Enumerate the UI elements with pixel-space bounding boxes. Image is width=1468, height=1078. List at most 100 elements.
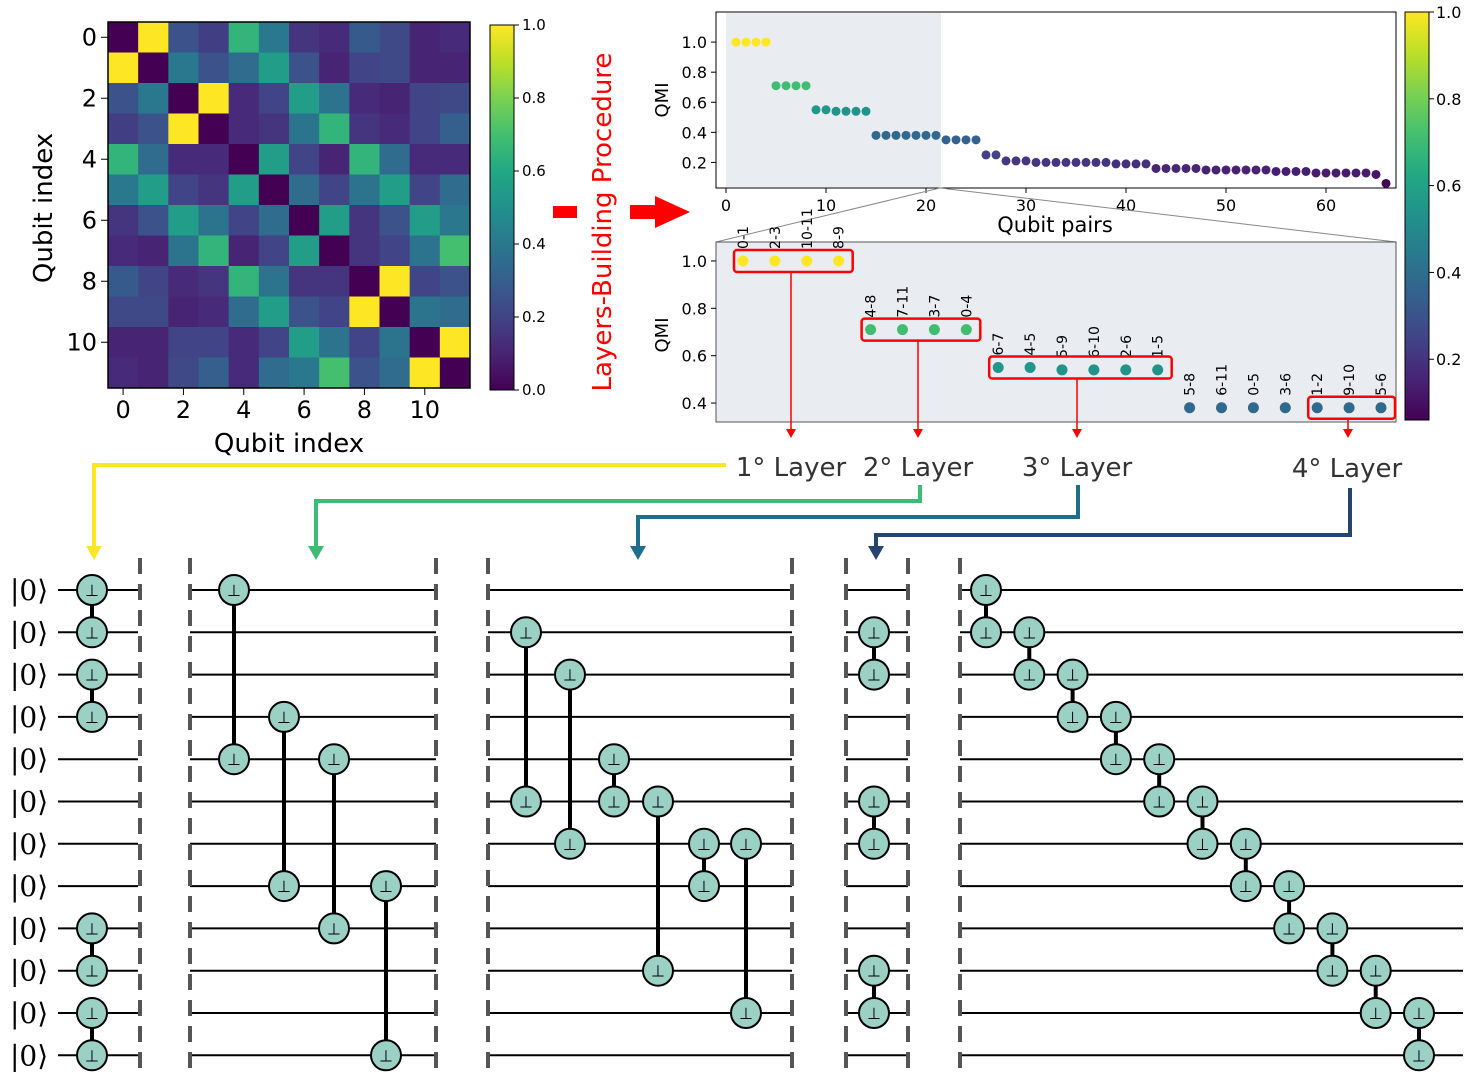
heatmap-cell (409, 205, 441, 236)
two-qubit-gate (76, 700, 108, 733)
top-plot-point (811, 105, 821, 115)
heatmap-cell (228, 235, 260, 267)
two-qubit-gate (1273, 912, 1306, 945)
heatmap-cell (409, 357, 441, 389)
top-plot-point (971, 135, 981, 145)
zoom-plot-point (1375, 402, 1387, 414)
pair-label: 10-11 (800, 208, 816, 249)
heatmap-cell (379, 296, 411, 328)
heatmap-ylabel: Qubit index (29, 133, 59, 283)
heatmap-cell (138, 174, 169, 206)
top-plot-xtick: 40 (1116, 196, 1136, 215)
two-qubit-gate (370, 870, 402, 903)
ket-zero: |0⟩ (10, 574, 48, 607)
top-plot-point (1031, 157, 1041, 167)
gate-symbol: ⊥ (277, 708, 291, 727)
zoom-plot-point (1216, 402, 1227, 414)
top-plot-point (1051, 157, 1061, 167)
heatmap-cell (349, 113, 380, 145)
qmi-heatmap (108, 22, 471, 389)
gate-symbol: ⊥ (1369, 1004, 1383, 1023)
heatmap-cell (168, 113, 199, 145)
gate-symbol: ⊥ (1325, 962, 1339, 981)
two-qubit-gate (318, 743, 350, 776)
heatmap-cell (108, 357, 139, 389)
two-qubit-gate (1013, 658, 1046, 691)
heatmap-colorbar-ticks: 0.00.20.40.60.81.0 (514, 16, 546, 399)
top-plot-point (1371, 169, 1381, 179)
heatmap-cell (198, 357, 230, 389)
top-plot-point (1211, 165, 1221, 175)
layer-box-1 (732, 248, 854, 274)
top-plot-point (771, 81, 781, 91)
ket-zero: |0⟩ (10, 786, 48, 819)
heatmap-cell (349, 327, 380, 358)
heatmap-cell (198, 266, 230, 297)
layer3-arrow (636, 485, 1080, 550)
heatmap-cell (349, 235, 380, 267)
gate-symbol: ⊥ (1022, 623, 1036, 642)
heatmap-cell (138, 22, 169, 53)
heatmap-frame (107, 21, 471, 389)
top-plot-ytick: 0.4 (682, 123, 707, 142)
pair-label: 2-3 (768, 226, 784, 249)
top-plot-point (1061, 157, 1071, 167)
two-qubit-gate (76, 1039, 108, 1072)
zoom-plot-point (928, 324, 940, 336)
two-qubit-gate (970, 574, 1002, 606)
top-plot-ylabel: QMI (652, 82, 673, 117)
pair-label: 6-11 (1215, 364, 1231, 396)
heatmap-colorbar-tick: 0.8 (522, 89, 546, 107)
heatmap-cell (379, 235, 411, 267)
heatmap-cell (289, 52, 320, 84)
heatmap-cell (319, 174, 350, 206)
top-plot-point (1171, 163, 1181, 173)
ket-zero: |0⟩ (10, 659, 48, 692)
gate-symbol: ⊥ (651, 793, 665, 812)
layer-box-3 (987, 355, 1173, 380)
zoom-plot-point (960, 324, 972, 336)
gate-symbol: ⊥ (1109, 708, 1123, 727)
ket-zero: |0⟩ (10, 701, 48, 734)
two-qubit-gate (598, 743, 630, 776)
top-plot-point (1091, 157, 1101, 167)
heatmap-cell (289, 22, 320, 53)
pair-label: 8-9 (832, 226, 848, 249)
top-plot-ytick: 1.0 (682, 33, 707, 52)
pair-label: 4-5 (1023, 333, 1039, 356)
two-qubit-gate (1099, 700, 1132, 733)
heatmap-cell (289, 357, 320, 389)
heatmap-cell (228, 83, 260, 114)
gate-symbol: ⊥ (867, 1004, 881, 1023)
top-plot-point (1081, 157, 1091, 167)
layer4-arrow (874, 488, 1352, 550)
gate-symbol: ⊥ (1369, 962, 1383, 981)
gate-symbol: ⊥ (227, 750, 241, 769)
heatmap-cell (409, 113, 441, 145)
heatmap-cell (198, 296, 230, 328)
ket-zero: |0⟩ (10, 616, 48, 649)
heatmap-cell (289, 235, 320, 267)
gate-symbol: ⊥ (85, 962, 99, 981)
zoom-plot-ytick: 0.6 (682, 347, 707, 366)
two-qubit-gate (370, 1039, 402, 1072)
top-plot-point (731, 37, 741, 47)
heatmap-cell (439, 357, 471, 389)
gate-symbol: ⊥ (1239, 835, 1253, 854)
top-plot-point (1121, 159, 1131, 169)
heatmap-cell (439, 52, 471, 84)
heatmap-cell (289, 296, 320, 328)
heatmap-cell (319, 113, 350, 145)
gate-symbol: ⊥ (697, 835, 711, 854)
zoom-plot-point (865, 324, 877, 336)
top-plot-point (961, 135, 971, 145)
top-plot-point (1301, 166, 1311, 176)
heatmap-cell (319, 22, 350, 53)
procedure-arrow (630, 196, 690, 228)
zoom-plot-point (1343, 402, 1355, 414)
heatmap-cell (138, 83, 169, 114)
heatmap-ytick: 2 (82, 84, 97, 112)
top-plot-point (981, 150, 991, 160)
